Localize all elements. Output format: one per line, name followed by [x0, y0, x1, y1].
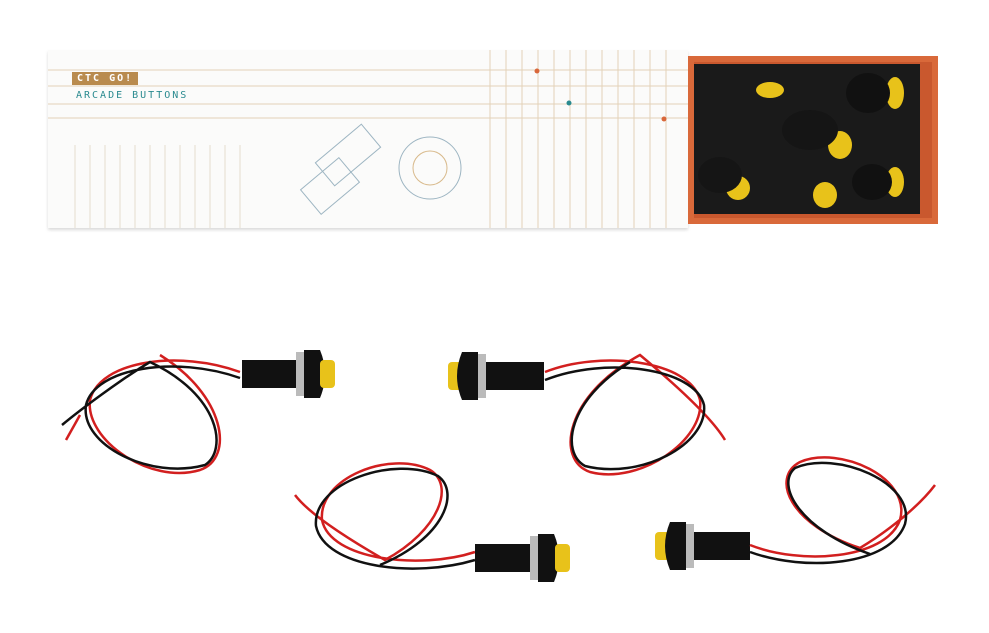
arcade-button-4 [655, 456, 936, 570]
tray-buttons [698, 73, 904, 208]
arcade-button-3 [294, 462, 570, 582]
product-label: ARCADE BUTTONS [76, 90, 189, 101]
brand-label: CTC GO! [72, 72, 139, 85]
arcade-button-1 [61, 350, 335, 475]
arcade-button-2 [448, 352, 727, 476]
product-box [48, 50, 688, 228]
